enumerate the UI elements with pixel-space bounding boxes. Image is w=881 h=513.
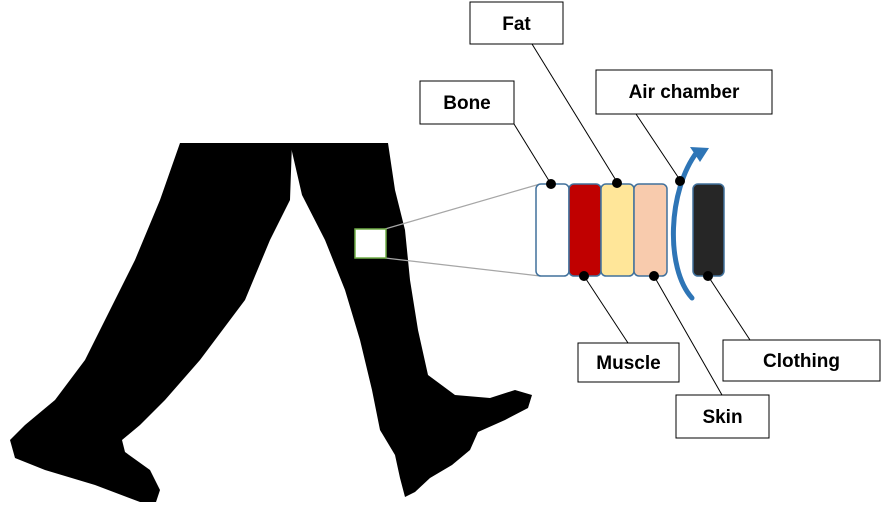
- clothing-layer: [693, 184, 724, 276]
- bone-layer: [536, 184, 569, 276]
- muscle-dot: [579, 271, 589, 281]
- bone-connector: [514, 124, 551, 184]
- label-air-chamber-box: Air chamber: [596, 70, 772, 114]
- muscle-connector: [584, 276, 628, 343]
- back-leg: [10, 143, 292, 502]
- label-muscle-box: Muscle: [578, 343, 679, 382]
- label-clothing: Clothing: [763, 351, 840, 372]
- label-skin-box: Skin: [676, 395, 769, 438]
- label-bone: Bone: [443, 93, 491, 114]
- air-chamber-connector: [636, 114, 680, 180]
- skin-layer: [634, 184, 667, 276]
- clothing-dot: [703, 271, 713, 281]
- bone-dot: [546, 179, 556, 189]
- label-skin: Skin: [702, 407, 742, 428]
- muscle-layer: [569, 184, 601, 276]
- label-muscle: Muscle: [596, 353, 660, 374]
- tissue-layers: [536, 184, 724, 276]
- label-air-chamber: Air chamber: [629, 82, 740, 103]
- label-bone-box: Bone: [420, 81, 514, 124]
- clothing-connector: [708, 276, 750, 340]
- walking-legs-silhouette: [10, 143, 532, 502]
- zoom-box: [355, 229, 386, 258]
- label-fat-box: Fat: [470, 2, 563, 44]
- label-fat: Fat: [502, 14, 531, 35]
- skin-dot: [649, 271, 659, 281]
- zoom-line-top: [385, 184, 540, 229]
- front-leg: [290, 143, 532, 497]
- fat-dot: [612, 178, 622, 188]
- label-clothing-box: Clothing: [723, 340, 880, 381]
- air-chamber-dot: [675, 176, 685, 186]
- fat-layer: [601, 184, 634, 276]
